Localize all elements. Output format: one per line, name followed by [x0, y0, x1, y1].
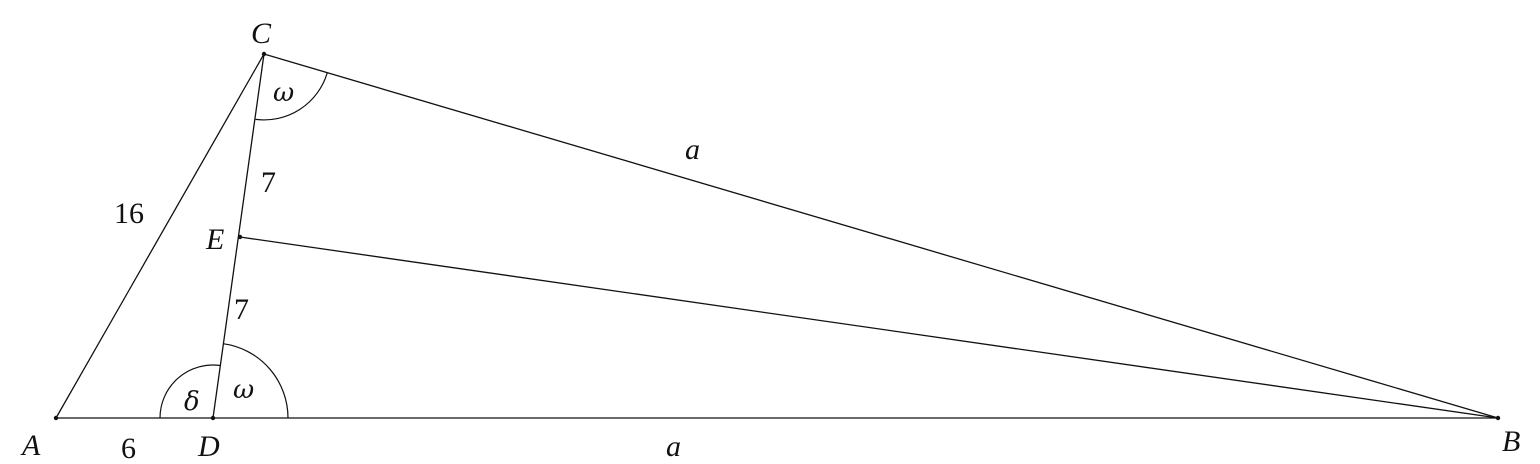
- vertex-A: [53, 415, 59, 421]
- vertex-D: [210, 415, 216, 421]
- label-B: B: [1502, 425, 1520, 458]
- length-CB: a: [685, 133, 700, 166]
- angle-label-D-left: δ: [184, 387, 200, 417]
- vertex-B: [1495, 415, 1501, 421]
- length-DB: a: [666, 430, 681, 463]
- length-CE: 7: [261, 166, 276, 199]
- segment-EB: [239, 236, 1499, 419]
- vertex-C: [261, 51, 267, 57]
- length-ED: 7: [234, 293, 249, 326]
- label-A: A: [20, 429, 41, 462]
- angle-label-C: ω: [273, 78, 294, 108]
- angle-label-D-right: ω: [233, 375, 254, 405]
- label-C: C: [251, 17, 272, 50]
- angle-arc-D-right: [223, 343, 289, 419]
- label-E: E: [205, 223, 224, 256]
- segment-AC: [55, 53, 265, 419]
- angle-arc-D-left: [159, 364, 221, 419]
- length-AC: 16: [114, 197, 144, 230]
- length-AD: 6: [121, 432, 136, 464]
- label-D: D: [197, 430, 220, 463]
- angle-arc-C: [255, 72, 328, 121]
- segment-CB: [263, 53, 1499, 419]
- vertex-E: [237, 234, 243, 240]
